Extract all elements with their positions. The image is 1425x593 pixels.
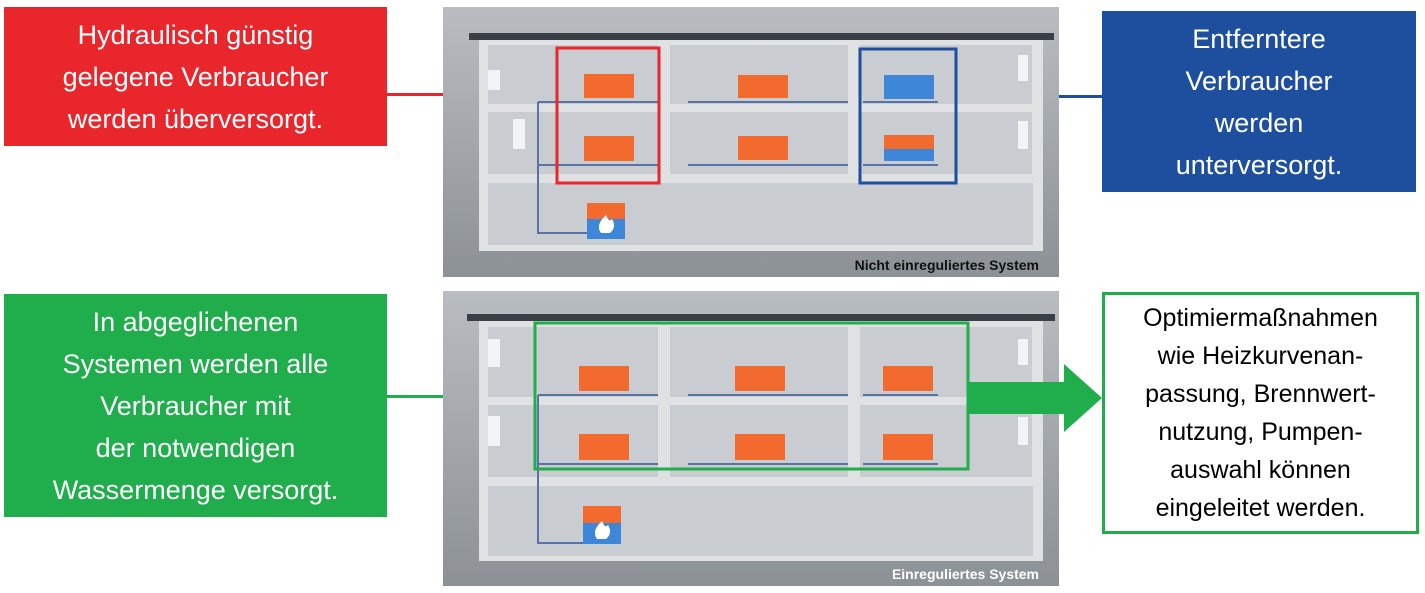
roof: [469, 33, 1054, 40]
radiator-hot: [584, 74, 788, 161]
overflow-callout: Hydraulisch günstig gelegene Verbraucher…: [4, 7, 387, 146]
panel-caption: Nicht einreguliertes System: [854, 257, 1039, 273]
radiator-cold: [884, 75, 934, 99]
overflow-highlight: [555, 46, 661, 185]
balanced-system-panel: Einreguliertes System: [443, 291, 1059, 586]
unbalanced-system-panel: Nicht einreguliertes System: [443, 7, 1059, 277]
radiator-partial: [884, 135, 934, 149]
balanced-building-illustration: [443, 291, 1059, 586]
unbalanced-building-illustration: [443, 7, 1059, 277]
optimization-callout: Optimiermaßnahmen wie Heizkurvenan- pass…: [1102, 292, 1419, 534]
arrow-right-icon: [968, 364, 1102, 432]
radiator-hot: [579, 366, 933, 460]
balanced-callout: In abgeglichenen Systemen werden alle Ve…: [4, 294, 387, 517]
underflow-callout: Entferntere Verbraucher werden untervers…: [1102, 11, 1416, 192]
flame-icon: [598, 215, 615, 233]
roof: [467, 314, 1055, 321]
flame-icon: [594, 521, 611, 539]
panel-caption: Einreguliertes System: [891, 566, 1039, 582]
underflow-highlight: [858, 47, 958, 185]
